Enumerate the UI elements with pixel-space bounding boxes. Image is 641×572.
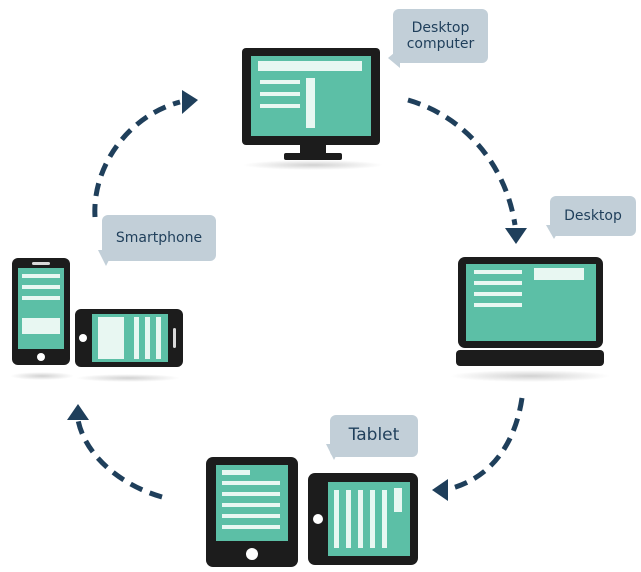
label-desktop: Desktop [564, 207, 622, 224]
desktop-monitor-icon [242, 48, 383, 170]
arrowhead-phone [67, 404, 89, 420]
arrow-tablet-to-phone [75, 419, 163, 500]
laptop-icon [450, 257, 610, 382]
tablet-landscape-icon [308, 473, 418, 565]
cycle-arrows [75, 97, 525, 500]
bubble-tail [326, 444, 342, 460]
bubble-tail [388, 48, 400, 68]
arrowhead-monitor [182, 90, 198, 114]
bubble-tail [98, 250, 114, 266]
label-bubble-tablet: Tablet [330, 415, 418, 457]
label-bubble-desktop-computer: Desktop computer [393, 9, 488, 63]
label-bubble-smartphone: Smartphone [102, 215, 216, 261]
phone-portrait-icon [10, 258, 74, 380]
phone-landscape-icon [75, 309, 183, 382]
arrow-monitor-to-laptop [407, 97, 518, 226]
arrowheads [67, 90, 527, 501]
label-desktop-computer: Desktop computer [406, 19, 475, 52]
arrow-phone-to-monitor [92, 99, 181, 218]
label-tablet: Tablet [348, 425, 400, 446]
tablet-portrait-icon [206, 457, 298, 567]
bubble-tail [546, 225, 562, 239]
label-smartphone: Smartphone [115, 229, 203, 246]
arrowhead-tablet [432, 479, 448, 501]
arrow-laptop-to-tablet [444, 397, 525, 493]
label-bubble-desktop: Desktop [550, 196, 636, 236]
arrowhead-laptop [505, 228, 527, 244]
